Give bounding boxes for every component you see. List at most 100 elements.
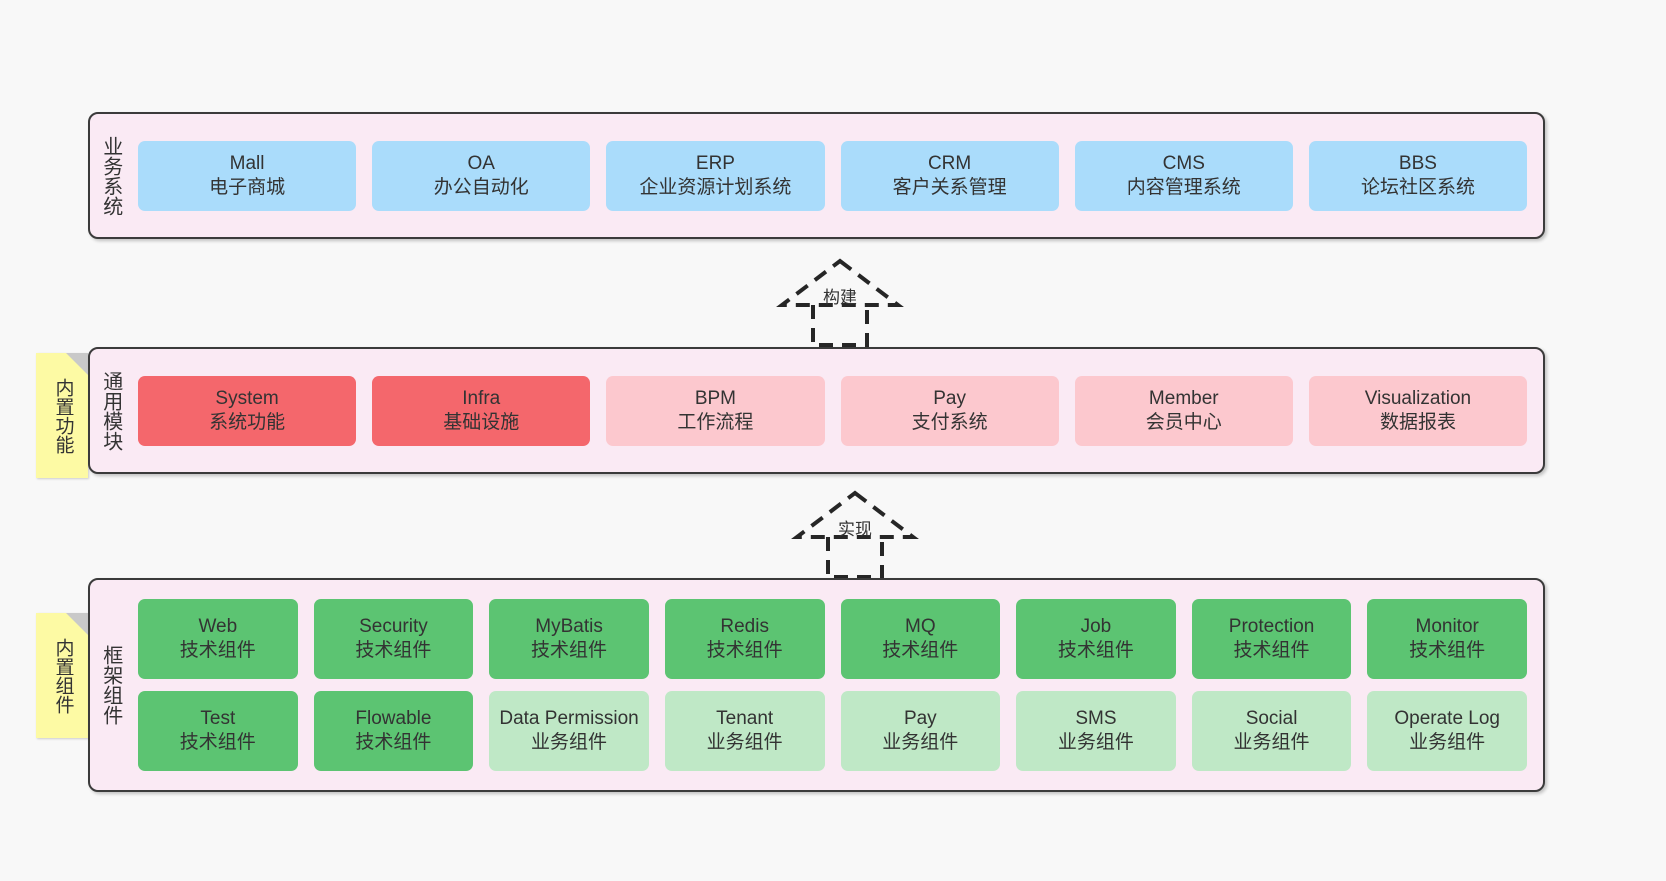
- node-data-permission-desc: 业务组件: [531, 732, 608, 753]
- node-visualization-name: Visualization: [1364, 387, 1472, 409]
- node-mq[interactable]: MQ 技术组件: [840, 599, 1001, 679]
- node-redis-name: Redis: [720, 616, 769, 638]
- node-pay-component-name: Pay: [903, 708, 937, 730]
- node-mybatis-desc: 技术组件: [531, 640, 608, 661]
- connector-build-label: 构建: [823, 288, 857, 307]
- node-tenant[interactable]: Tenant 业务组件: [664, 691, 825, 771]
- node-cms-name: CMS: [1162, 152, 1205, 174]
- node-member[interactable]: Member 会员中心: [1074, 375, 1293, 446]
- node-infra-desc: 基础设施: [443, 411, 520, 433]
- node-bpm-desc: 工作流程: [677, 411, 754, 433]
- node-oa[interactable]: OA 办公自动化: [372, 140, 591, 211]
- node-mq-name: MQ: [905, 616, 936, 638]
- node-web-name: Web: [198, 616, 238, 638]
- node-tenant-name: Tenant: [716, 708, 774, 730]
- node-flowable-name: Flowable: [355, 708, 432, 730]
- node-social-desc: 业务组件: [1233, 732, 1310, 753]
- node-mall-desc: 电子商城: [209, 176, 286, 198]
- node-bpm[interactable]: BPM 工作流程: [606, 375, 825, 446]
- node-oa-desc: 办公自动化: [433, 176, 529, 198]
- node-mybatis-name: MyBatis: [535, 616, 603, 638]
- node-bbs-desc: 论坛社区系统: [1360, 176, 1475, 198]
- connector-build-arrow: 构建: [750, 255, 930, 351]
- node-system-name: System: [215, 387, 279, 409]
- node-member-desc: 会员中心: [1145, 411, 1222, 433]
- node-redis[interactable]: Redis 技术组件: [664, 599, 825, 679]
- node-data-permission[interactable]: Data Permission 业务组件: [489, 691, 649, 771]
- layer-common-modules-body: System 系统功能 Infra 基础设施 BPM 工作流程 Pay 支付系统…: [130, 349, 1543, 472]
- connector-implement-arrow: 实现: [765, 487, 945, 583]
- framework-tech-components-row: Web 技术组件 Security 技术组件 MyBatis 技术组件 Redi…: [138, 599, 1527, 679]
- node-flowable-desc: 技术组件: [355, 732, 432, 753]
- node-sms[interactable]: SMS 业务组件: [1016, 691, 1176, 771]
- node-test-name: Test: [200, 708, 236, 730]
- node-erp[interactable]: ERP 企业资源计划系统: [606, 140, 825, 211]
- node-crm-desc: 客户关系管理: [892, 176, 1007, 198]
- note-builtin-components-label: 内置组件: [52, 637, 74, 714]
- node-visualization[interactable]: Visualization 数据报表: [1308, 375, 1528, 446]
- node-crm[interactable]: CRM 客户关系管理: [840, 140, 1059, 211]
- node-mybatis[interactable]: MyBatis 技术组件: [489, 599, 649, 679]
- framework-business-components-row: Test 技术组件 Flowable 技术组件 Data Permission …: [138, 691, 1527, 771]
- node-erp-desc: 企业资源计划系统: [639, 176, 792, 198]
- node-test[interactable]: Test 技术组件: [138, 691, 298, 771]
- node-operate-log-name: Operate Log: [1394, 708, 1500, 730]
- node-pay-component[interactable]: Pay 业务组件: [840, 691, 1001, 771]
- node-pay-module[interactable]: Pay 支付系统: [840, 375, 1059, 446]
- node-redis-desc: 技术组件: [706, 640, 783, 661]
- node-cms[interactable]: CMS 内容管理系统: [1074, 140, 1293, 211]
- node-infra[interactable]: Infra 基础设施: [372, 375, 591, 446]
- node-social[interactable]: Social 业务组件: [1191, 691, 1352, 771]
- note-builtin-functions-label: 内置功能: [52, 377, 74, 454]
- node-job[interactable]: Job 技术组件: [1016, 599, 1176, 679]
- layer-business-systems-title: 业务系统: [99, 135, 122, 216]
- node-infra-name: Infra: [462, 387, 501, 409]
- node-flowable[interactable]: Flowable 技术组件: [313, 691, 474, 771]
- layer-framework-components: 框架组件 Web 技术组件 Security 技术组件 MyBatis 技术组件…: [88, 578, 1545, 792]
- node-tenant-desc: 业务组件: [706, 732, 783, 753]
- node-job-name: Job: [1080, 616, 1112, 638]
- node-bbs-name: BBS: [1398, 152, 1437, 174]
- node-sms-desc: 业务组件: [1057, 732, 1134, 753]
- node-pay-module-desc: 支付系统: [911, 411, 988, 433]
- business-systems-row: Mall 电子商城 OA 办公自动化 ERP 企业资源计划系统 CRM 客户关系…: [138, 140, 1528, 211]
- node-visualization-desc: 数据报表: [1379, 411, 1456, 433]
- node-mall-name: Mall: [229, 152, 265, 174]
- node-web[interactable]: Web 技术组件: [138, 599, 298, 679]
- node-mq-desc: 技术组件: [882, 640, 959, 661]
- node-test-desc: 技术组件: [179, 732, 256, 753]
- layer-common-modules: 通用模块 System 系统功能 Infra 基础设施 BPM 工作流程 Pay…: [88, 347, 1545, 474]
- layer-common-modules-title: 通用模块: [99, 370, 122, 451]
- node-security-name: Security: [359, 616, 428, 638]
- node-monitor-name: Monitor: [1415, 616, 1479, 638]
- layer-framework-components-body: Web 技术组件 Security 技术组件 MyBatis 技术组件 Redi…: [130, 580, 1543, 790]
- node-oa-name: OA: [467, 152, 495, 174]
- node-system[interactable]: System 系统功能: [138, 375, 357, 446]
- connector-implement-label: 实现: [838, 520, 872, 539]
- node-cms-desc: 内容管理系统: [1126, 176, 1241, 198]
- note-builtin-components: 内置组件: [36, 613, 88, 738]
- node-protection[interactable]: Protection 技术组件: [1191, 599, 1352, 679]
- layer-business-systems: 业务系统 Mall 电子商城 OA 办公自动化 ERP 企业资源计划系统 CRM…: [88, 112, 1545, 239]
- node-crm-name: CRM: [927, 152, 972, 174]
- node-bpm-name: BPM: [694, 387, 737, 409]
- node-mall[interactable]: Mall 电子商城: [138, 140, 357, 211]
- node-operate-log-desc: 业务组件: [1409, 732, 1486, 753]
- node-social-name: Social: [1245, 708, 1298, 730]
- node-system-desc: 系统功能: [209, 411, 286, 433]
- node-bbs[interactable]: BBS 论坛社区系统: [1308, 140, 1528, 211]
- node-security[interactable]: Security 技术组件: [313, 599, 474, 679]
- node-sms-name: SMS: [1075, 708, 1117, 730]
- node-web-desc: 技术组件: [179, 640, 256, 661]
- node-monitor-desc: 技术组件: [1409, 640, 1486, 661]
- node-monitor[interactable]: Monitor 技术组件: [1367, 599, 1527, 679]
- node-protection-desc: 技术组件: [1233, 640, 1310, 661]
- layer-business-systems-body: Mall 电子商城 OA 办公自动化 ERP 企业资源计划系统 CRM 客户关系…: [130, 114, 1543, 237]
- note-builtin-functions: 内置功能: [36, 353, 88, 478]
- node-operate-log[interactable]: Operate Log 业务组件: [1367, 691, 1527, 771]
- node-erp-name: ERP: [695, 152, 735, 174]
- common-modules-row: System 系统功能 Infra 基础设施 BPM 工作流程 Pay 支付系统…: [138, 375, 1528, 446]
- node-pay-component-desc: 业务组件: [882, 732, 959, 753]
- node-member-name: Member: [1148, 387, 1219, 409]
